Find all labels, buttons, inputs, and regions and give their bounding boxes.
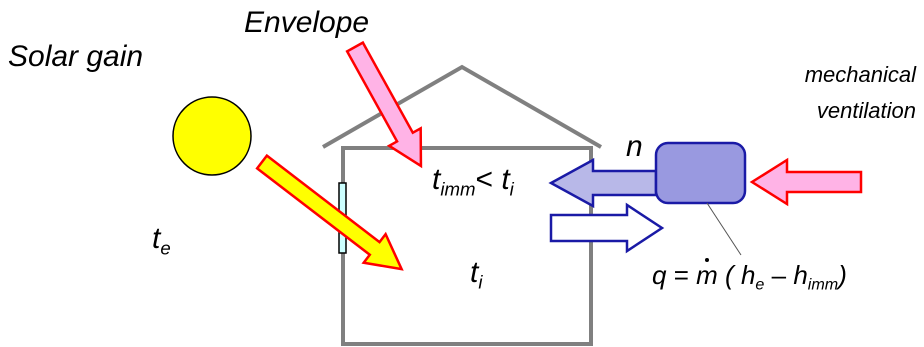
ventilation-label: ventilation — [816, 98, 916, 123]
airflow-rate-label: n — [626, 130, 643, 163]
heat-flow-formula: q = m ( he – himm) — [652, 258, 847, 294]
mechanical-label: mechanical — [804, 62, 916, 87]
sun-icon — [172, 96, 252, 176]
exhaust-air-arrow — [549, 202, 665, 254]
outdoor-air-arrow — [749, 157, 863, 207]
envelope-label: Envelope — [244, 6, 370, 39]
ventilation-unit — [654, 141, 747, 205]
solar-gain-arrow — [255, 153, 404, 271]
formula-leader-line — [706, 202, 742, 256]
internal-temperature-label: ti — [470, 256, 483, 293]
external-temperature-label: te — [152, 222, 171, 259]
house-roof — [322, 64, 602, 149]
inlet-temperature-comparison: timm< ti — [432, 163, 514, 200]
solar-gain-label: Solar gain — [8, 40, 144, 73]
envelope-arrow — [345, 40, 423, 169]
supply-air-arrow — [548, 157, 658, 209]
